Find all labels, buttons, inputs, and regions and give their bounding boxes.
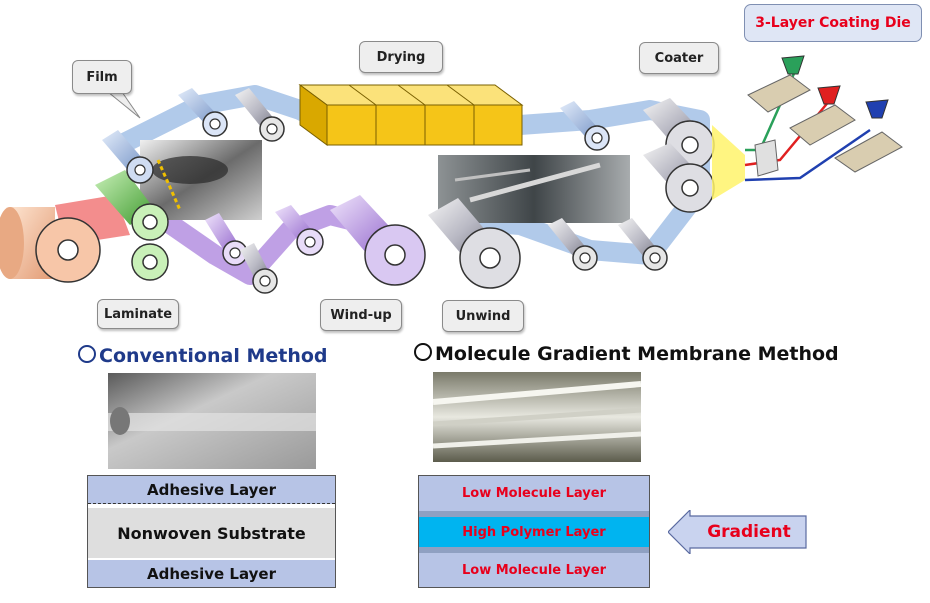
unwind-label: Unwind — [442, 300, 524, 332]
coater-rolls — [643, 98, 745, 213]
drying-label: Drying — [359, 41, 443, 73]
coater-label: Coater — [639, 42, 719, 74]
gradient-layer-stack: Low Molecule Layer High Polymer Layer Lo… — [418, 475, 650, 588]
conventional-layer-stack: Adhesive Layer Nonwoven Substrate Adhesi… — [87, 475, 336, 588]
unwind-grey-roll — [428, 198, 521, 289]
unwind-peach-roll — [0, 207, 101, 283]
high-polymer-layer: High Polymer Layer — [419, 517, 649, 547]
process-diagram — [0, 55, 903, 294]
transition-band-bottom — [419, 547, 649, 553]
gradient-arrow — [668, 510, 807, 554]
film-label: Film — [72, 60, 132, 94]
low-molecule-layer-top: Low Molecule Layer — [419, 476, 649, 511]
transition-band-top — [419, 511, 649, 517]
blue-film-path — [115, 85, 710, 265]
conventional-photo — [108, 373, 316, 469]
laminate-green-roll — [95, 170, 169, 281]
drying-unit — [298, 84, 524, 146]
film-callout-pointer — [106, 91, 141, 119]
circle-bullet-icon — [414, 343, 432, 361]
windup-label: Wind-up — [320, 299, 402, 331]
idle-rolls-bottom — [205, 205, 668, 294]
idle-rolls-top — [178, 88, 610, 151]
circle-bullet-icon — [78, 345, 96, 363]
conventional-heading-text: Conventional Method — [99, 345, 328, 367]
laminate-label: Laminate — [97, 299, 179, 329]
nonwoven-substrate: Nonwoven Substrate — [88, 508, 335, 558]
adhesive-layer-bottom: Adhesive Layer — [88, 560, 335, 587]
film-blue-roll — [102, 130, 154, 184]
low-molecule-layer-bottom: Low Molecule Layer — [419, 553, 649, 587]
conventional-heading: Conventional Method — [78, 345, 328, 367]
adhesive-layer-top: Adhesive Layer — [88, 476, 335, 504]
gradient-method-heading-text: Molecule Gradient Membrane Method — [435, 343, 839, 365]
coating-die — [744, 55, 903, 182]
gradient-method-heading: Molecule Gradient Membrane Method — [414, 343, 839, 365]
coater-photo — [438, 155, 630, 223]
gradient-photo — [433, 372, 641, 462]
windup-purple-roll — [330, 195, 426, 286]
gradient-arrow-label: Gradient — [707, 522, 791, 542]
coating-die-label: 3-Layer Coating Die — [744, 4, 922, 42]
